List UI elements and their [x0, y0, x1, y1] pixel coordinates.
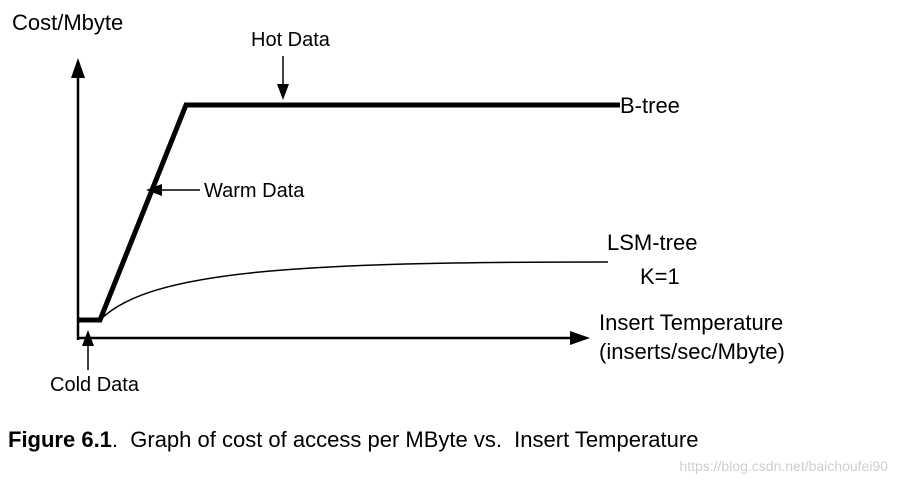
hot-data-arrowhead — [277, 84, 289, 100]
y-axis-label: Cost/Mbyte — [12, 10, 123, 35]
figure-number: Figure 6.1 — [8, 427, 112, 452]
x-axis-arrowhead — [570, 331, 590, 345]
watermark: https://blog.csdn.net/baichoufei90 — [679, 458, 888, 474]
warm-data-arrowhead — [146, 184, 162, 196]
figure-caption: Figure 6.1. Graph of cost of access per … — [8, 427, 698, 453]
hot-data-label: Hot Data — [251, 29, 331, 51]
caption-text: . Graph of cost of access per MByte vs. … — [111, 427, 699, 452]
lsm-tree-curve — [99, 261, 609, 321]
cold-data-arrowhead — [82, 330, 94, 346]
cold-data-label: Cold Data — [50, 374, 140, 396]
warm-data-label: Warm Data — [204, 180, 305, 202]
btree-curve — [78, 102, 620, 323]
y-axis-arrowhead — [71, 58, 85, 78]
x-axis-label-line1: Insert Temperature — [599, 310, 783, 335]
lsm-tree-param-label: K=1 — [640, 264, 680, 289]
btree-label: B-tree — [620, 93, 680, 118]
lsm-tree-label: LSM-tree — [607, 230, 697, 255]
x-axis-label-line2: (inserts/sec/Mbyte) — [599, 339, 785, 364]
